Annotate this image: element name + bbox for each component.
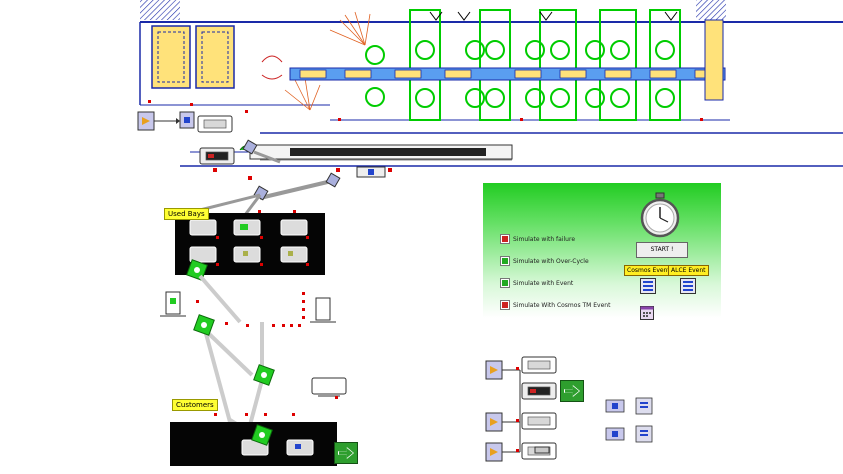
main-conveyor (249, 144, 513, 161)
simulate-failure-option[interactable]: Simulate with failure (500, 234, 575, 244)
over-cycle-sim-icon (500, 256, 510, 266)
calendar-icon[interactable] (640, 306, 654, 320)
alce-event-icon[interactable] (680, 278, 696, 294)
customers-label: Customers (172, 399, 218, 411)
used-bays-label: Used Bays (164, 208, 209, 220)
alce-event-button[interactable]: ALCE Event (668, 265, 709, 276)
start-button[interactable]: START ! (636, 242, 688, 258)
next-arrow-button-right[interactable] (560, 380, 584, 402)
upper-left-flow (137, 111, 392, 216)
bottom-flow-diagram (485, 356, 653, 462)
simulate-event-option[interactable]: Simulate with Event (500, 278, 573, 288)
stopwatch-icon (640, 192, 680, 238)
simulate-cosmos-option[interactable]: Simulate With Cosmos TM Event (500, 300, 610, 310)
simulate-over-cycle-option[interactable]: Simulate with Over-Cycle (500, 256, 589, 266)
failure-sim-icon (500, 234, 510, 244)
event-sim-icon (500, 278, 510, 288)
next-arrow-button-left[interactable] (334, 442, 358, 464)
cosmos-event-icon[interactable] (640, 278, 656, 294)
middle-left-cells (160, 259, 347, 442)
customers-area (170, 422, 337, 466)
top-plant-layout (139, 0, 843, 167)
option-label: Simulate with Over-Cycle (513, 257, 589, 265)
option-label: Simulate With Cosmos TM Event (513, 301, 611, 309)
option-label: Simulate with Event (513, 279, 574, 287)
cosmos-sim-icon (500, 300, 510, 310)
option-label: Simulate with failure (513, 235, 576, 243)
cosmos-event-button[interactable]: Cosmos Event (624, 265, 673, 276)
